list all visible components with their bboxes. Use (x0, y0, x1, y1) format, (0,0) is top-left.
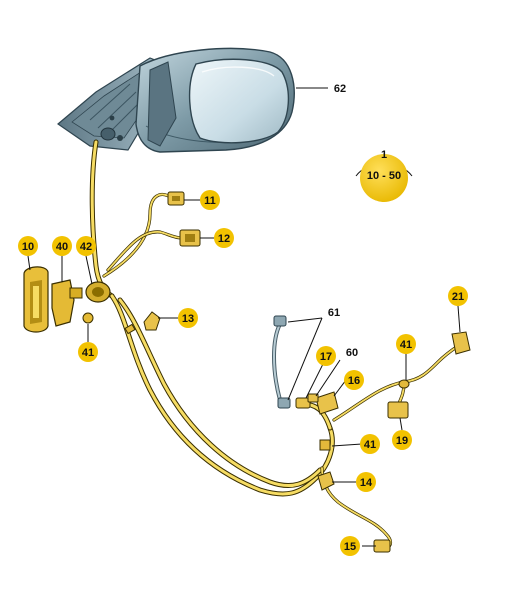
callout-41-right-mid-text: 41 (364, 439, 376, 451)
callout-14: 14 (356, 472, 376, 492)
callout-62: 62 (334, 83, 346, 95)
callout-14-text: 14 (360, 477, 373, 489)
callout-11-text: 11 (204, 195, 216, 207)
housing-10 (23, 266, 49, 333)
mirror-assembly (57, 47, 295, 153)
callout-19-text: 19 (396, 435, 408, 447)
torque-spec-callout: 1 10 - 50 (360, 149, 408, 202)
callout-17-text: 17 (320, 351, 332, 363)
callout-15: 15 (340, 536, 360, 556)
callout-10-text: 10 (22, 241, 34, 253)
callout-61: 61 (328, 307, 340, 319)
callout-17: 17 (316, 346, 336, 366)
callout-12-text: 12 (218, 233, 230, 245)
callout-42: 42 (76, 236, 96, 256)
connector-13 (143, 311, 161, 331)
callout-40: 40 (52, 236, 72, 256)
connector-11 (167, 191, 185, 206)
callout-21: 21 (448, 286, 468, 306)
wiring-harness (85, 139, 460, 550)
callout-13: 13 (178, 308, 198, 328)
callout-16: 16 (344, 370, 364, 390)
callout-10: 10 (18, 236, 38, 256)
callout-11: 11 (200, 190, 220, 210)
connector-12 (179, 229, 201, 247)
leader-lines (27, 87, 461, 547)
callout-41-right-top: 41 (396, 334, 416, 354)
callout-60: 60 (346, 347, 358, 359)
callout-62-text: 62 (334, 83, 346, 95)
bracket-40 (51, 279, 83, 327)
clip-41-left (82, 312, 94, 324)
callout-61-text: 61 (328, 307, 340, 319)
callout-41-right-mid: 41 (360, 434, 380, 454)
connector-17 (295, 397, 311, 409)
connector-19 (387, 401, 409, 419)
callout-13-text: 13 (182, 313, 194, 325)
callout-41-left: 41 (78, 342, 98, 362)
connector-15 (373, 539, 391, 553)
connector-60 (307, 393, 319, 403)
callout-12: 12 (214, 228, 234, 248)
cable-61 (272, 315, 291, 409)
callout-15-text: 15 (344, 541, 356, 553)
callout-19: 19 (392, 430, 412, 450)
connector-21 (451, 331, 471, 355)
callout-40-text: 40 (56, 241, 68, 253)
callout-42-text: 42 (80, 241, 92, 253)
callout-41-right-top-text: 41 (400, 339, 412, 351)
torque-part-number: 1 (381, 149, 387, 161)
callout-41-left-text: 41 (82, 347, 94, 359)
connector-14 (317, 471, 335, 491)
callout-21-text: 21 (452, 291, 464, 303)
callout-60-text: 60 (346, 347, 358, 359)
connector-16 (315, 391, 339, 415)
torque-value: 10 - 50 (367, 170, 401, 182)
callout-16-text: 16 (348, 375, 360, 387)
